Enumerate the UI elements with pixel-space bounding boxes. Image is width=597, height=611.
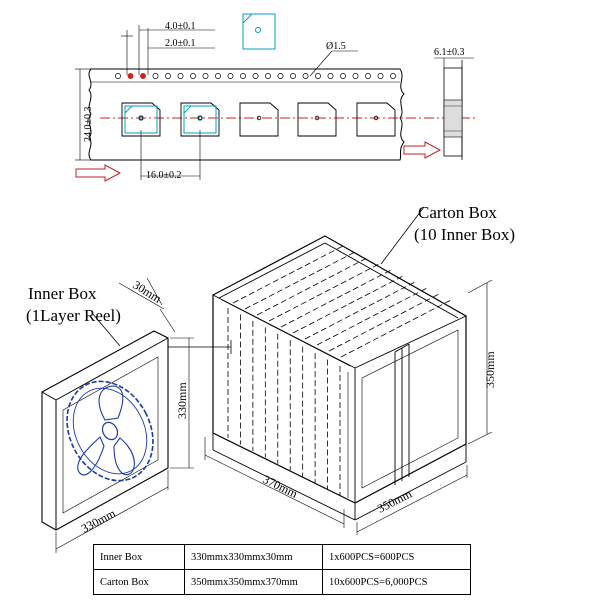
spec-size-cell: 350mmx350mmx370mm	[184, 569, 323, 595]
tape-width-label: 24.0±0.3	[83, 107, 94, 143]
spec-qty-cell: 10x600PCS=6,000PCS	[322, 569, 471, 595]
table-row: Inner Box 330mmx330mmx30mm 1x600PCS=600P…	[93, 544, 471, 570]
reel	[66, 380, 154, 482]
sprocket-hole	[165, 73, 171, 79]
sprocket-hole	[252, 73, 259, 79]
hole-diameter-label: Ø1.5	[326, 41, 346, 52]
sprocket-hole	[365, 73, 371, 79]
spec-table: Inner Box 330mmx330mmx30mm 1x600PCS=600P…	[93, 544, 471, 595]
sprocket-hole	[202, 73, 209, 79]
sprocket-hole	[227, 73, 234, 79]
sprocket-hole	[265, 73, 271, 79]
carton-height-label: 350mm	[483, 351, 497, 388]
sprocket-hole	[115, 73, 121, 79]
spec-qty-cell: 1x600PCS=600PCS	[322, 544, 471, 570]
inner-depth-label: 30mm	[130, 278, 164, 306]
sprocket-hole	[240, 73, 246, 79]
carton-box	[212, 235, 467, 521]
tape-side-profile: 6.1±0.3	[434, 47, 474, 160]
sprocket-hole	[140, 73, 146, 79]
pitch-small-label: 4.0±0.1	[165, 21, 196, 32]
inner-height-label: 330mm	[175, 382, 189, 419]
feed-arrow-right	[403, 141, 442, 159]
tape-drawing: 4.0±0.1 2.0±0.1 Ø1.5 24.0±0.3 16.0±0.2	[75, 13, 475, 182]
spec-name-cell: Carton Box	[93, 569, 185, 595]
tape-pocket	[239, 102, 279, 137]
inner-label-line2: (1Layer Reel)	[26, 306, 121, 325]
sprocket-hole	[152, 73, 159, 79]
sprocket-hole	[315, 73, 321, 79]
carton-label-line2: (10 Inner Box)	[414, 225, 515, 244]
sprocket-hole	[190, 73, 196, 79]
sprocket-hole	[327, 73, 334, 79]
pitch-offset-label: 2.0±0.1	[165, 38, 196, 49]
tape-pocket	[356, 102, 396, 137]
sprocket-hole	[177, 73, 184, 79]
sprocket-hole	[215, 73, 221, 79]
thickness-label: 6.1±0.3	[434, 47, 465, 58]
table-row: Carton Box 350mmx350mmx370mm 10x600PCS=6…	[93, 569, 471, 595]
sprocket-hole	[277, 73, 284, 79]
carton-label-line1: Carton Box	[418, 203, 497, 222]
part-outline	[242, 13, 276, 50]
sprocket-hole	[352, 73, 359, 79]
tape-pockets	[121, 102, 396, 137]
sprocket-hole	[290, 73, 296, 79]
inner-box	[41, 330, 169, 531]
sprocket-hole	[127, 73, 134, 79]
carton-width-label: 350mm	[375, 486, 415, 515]
feed-arrow-left	[75, 164, 122, 182]
sprocket-hole	[377, 73, 384, 79]
spec-size-cell: 330mmx330mmx30mm	[184, 544, 323, 570]
spec-name-cell: Inner Box	[93, 544, 185, 570]
sprocket-hole	[302, 73, 309, 79]
sprocket-hole	[340, 73, 346, 79]
inner-label-line1: Inner Box	[28, 284, 97, 303]
sprocket-holes	[115, 73, 396, 79]
sprocket-hole	[390, 73, 396, 79]
tape-pocket	[297, 102, 337, 137]
carton-length-label: 370mm	[261, 472, 301, 501]
pocket-pitch-label: 16.0±0.2	[146, 170, 182, 181]
carton-inner-boxes	[227, 245, 452, 496]
inner-width-label: 330mm	[79, 506, 119, 536]
